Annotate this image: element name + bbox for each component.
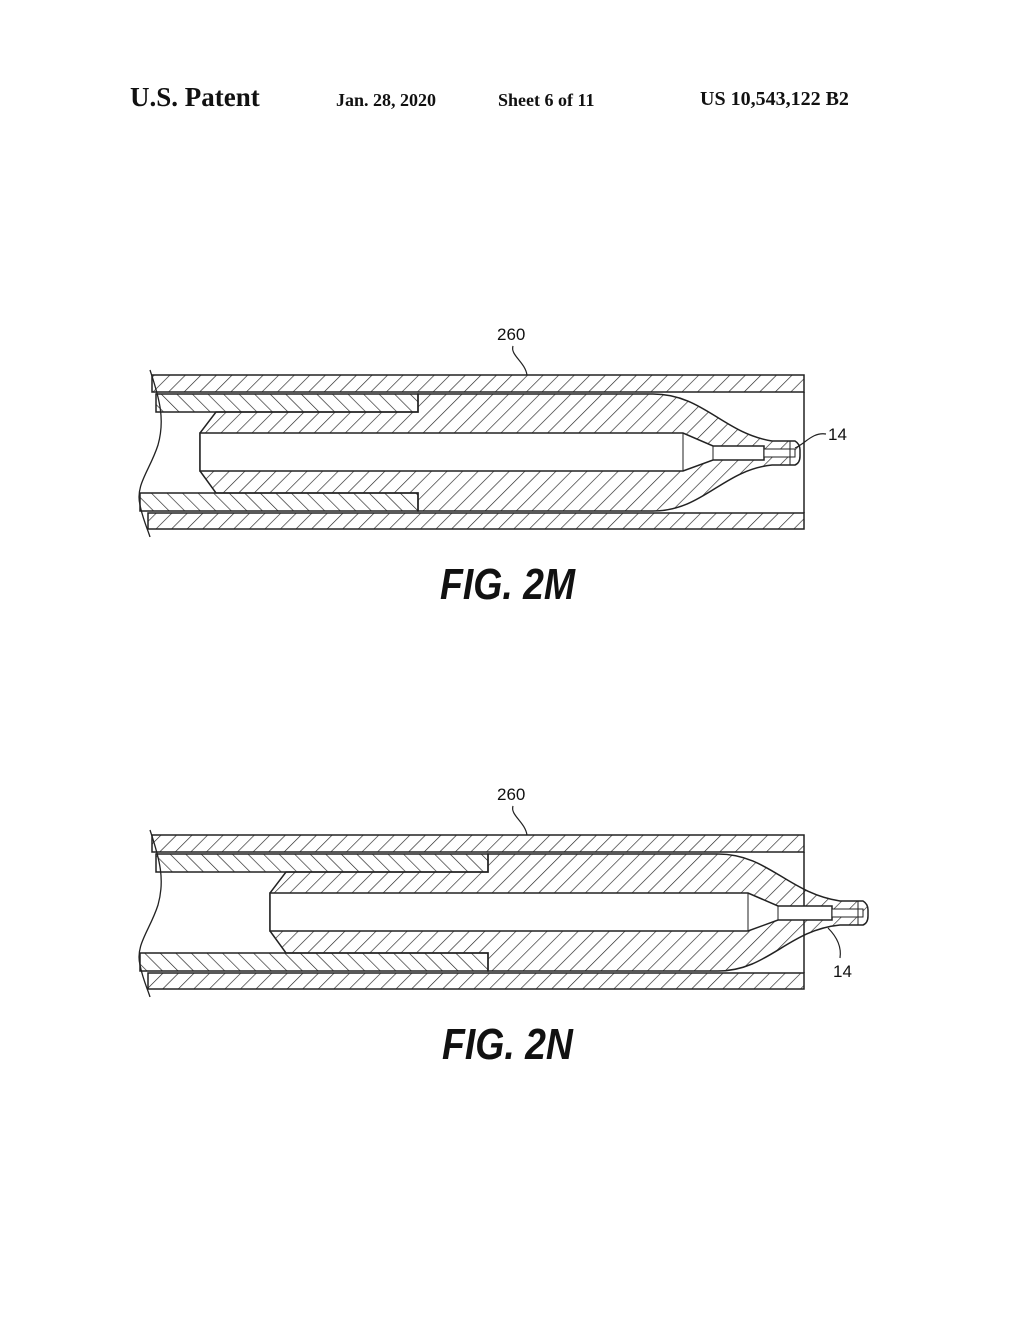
patent-number: US 10,543,122 B2 [700, 88, 849, 110]
leader-260 [512, 805, 528, 836]
tip-orifice [831, 908, 864, 918]
sleeve-top [155, 393, 419, 413]
reference-numeral-14: 14 [833, 962, 852, 981]
issue-date: Jan. 28, 2020 [336, 90, 437, 110]
sleeve-bottom [139, 952, 489, 972]
sheet-number: Sheet 6 of 11 [498, 90, 595, 110]
figure-2m-drawing [138, 345, 827, 538]
leader-14 [827, 927, 841, 959]
sleeve-top [155, 853, 489, 873]
bore [269, 892, 833, 932]
outer-tube-bottom-wall [147, 972, 805, 990]
break-line [138, 829, 162, 998]
bore [199, 432, 765, 472]
reference-numeral-260: 260 [497, 325, 525, 344]
outer-tube-top-wall [151, 374, 805, 393]
outer-tube-top-wall [151, 834, 805, 853]
outer-tube-bottom-wall [147, 512, 805, 530]
leader-14 [794, 433, 827, 449]
figure-caption-2n: FIG. 2N [442, 1020, 573, 1069]
publication-label: U.S. Patent [130, 82, 260, 112]
reference-numeral-14: 14 [828, 425, 847, 444]
leader-260 [512, 345, 528, 376]
figure-2n-drawing [138, 805, 869, 998]
sleeve-bottom [139, 492, 419, 512]
tip-orifice [763, 448, 796, 458]
reference-numeral-260: 260 [497, 785, 525, 804]
break-line [138, 369, 162, 538]
figure-caption-2m: FIG. 2M [440, 560, 576, 609]
